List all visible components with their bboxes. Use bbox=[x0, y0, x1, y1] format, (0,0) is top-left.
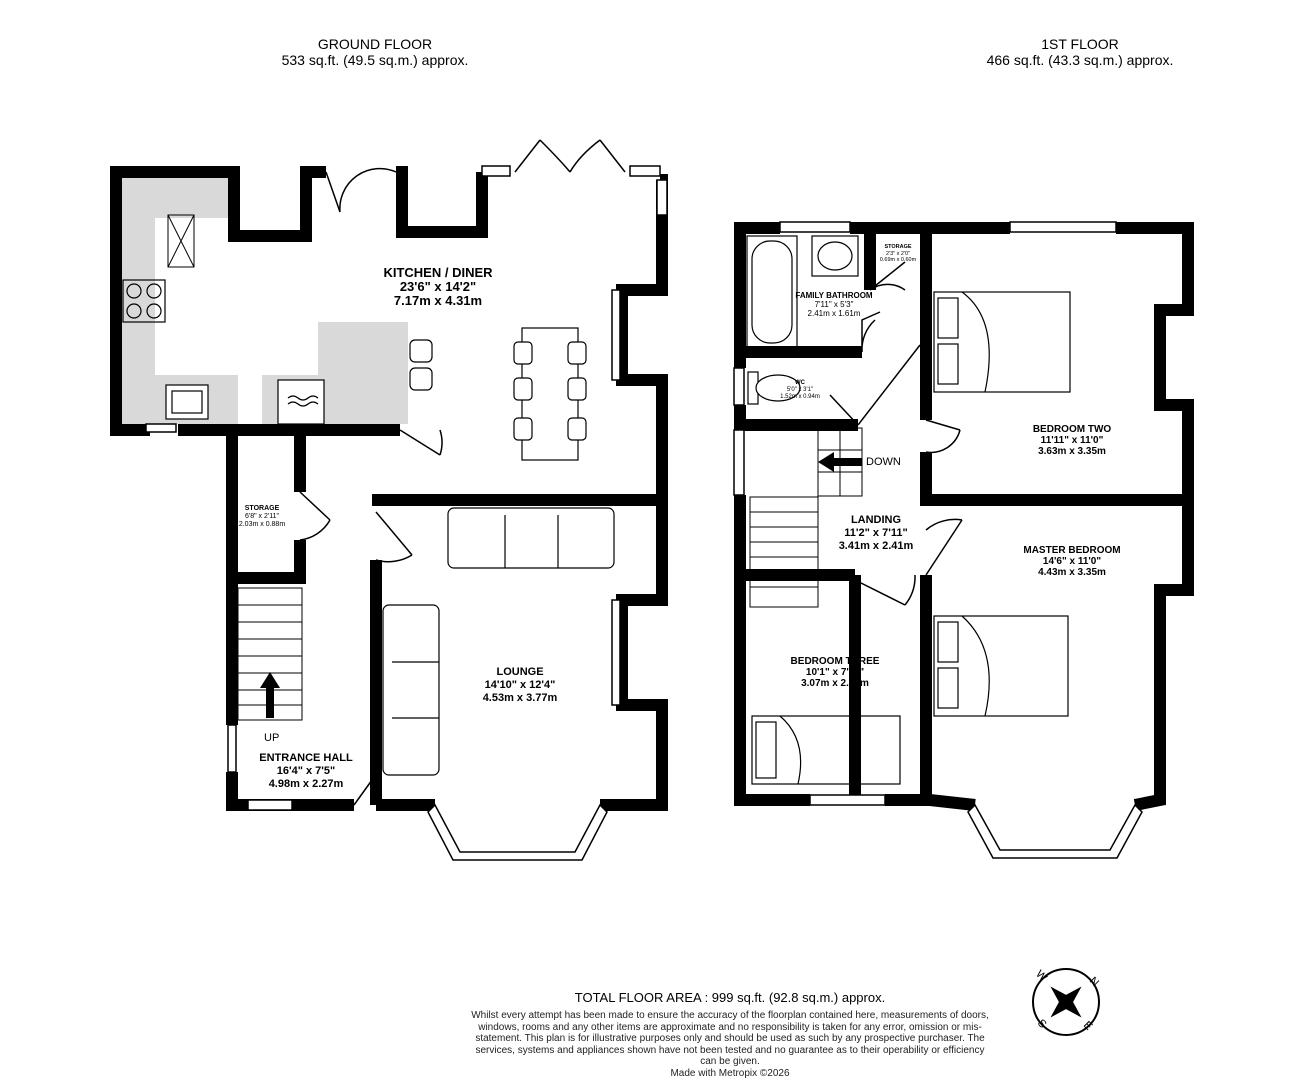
room-metric: 4.53m x 3.77m bbox=[482, 692, 558, 704]
room-imperial: 11'2" x 7'11" bbox=[844, 527, 908, 539]
toilet-icon bbox=[747, 371, 801, 405]
ground-floor-header: GROUND FLOOR 533 sq.ft. (49.5 sq.m.) app… bbox=[260, 36, 490, 68]
stairs-up-label: UP bbox=[264, 732, 280, 744]
first-floor-header: 1ST FLOOR 466 sq.ft. (43.3 sq.m.) approx… bbox=[960, 36, 1200, 68]
walls bbox=[110, 166, 1194, 811]
room-metric: 3.07m x 2.41m bbox=[801, 678, 869, 689]
beds bbox=[751, 291, 1071, 785]
room-name: BEDROOM TWO bbox=[1032, 424, 1112, 435]
skylight-icon bbox=[167, 214, 195, 268]
room-metric: 2.41m x 1.61m bbox=[807, 309, 861, 318]
room-family-bathroom: FAMILY BATHROOM 7'11" x 5'3" 2.41m x 1.6… bbox=[795, 291, 872, 318]
room-imperial: 2'3" x 2'0" bbox=[885, 250, 911, 257]
room-metric: 7.17m x 4.31m bbox=[393, 293, 483, 308]
disclaimer: Whilst every attempt has been made to en… bbox=[471, 1010, 989, 1067]
room-lounge: LOUNGE 14'10" x 12'4" 4.53m x 3.77m bbox=[483, 666, 558, 705]
room-name: MASTER BEDROOM bbox=[1023, 545, 1121, 556]
bay-windows bbox=[145, 165, 1143, 861]
room-imperial: 7'11" x 5'3" bbox=[814, 300, 854, 309]
room-imperial: 23'6" x 14'2" bbox=[399, 279, 477, 294]
room-kitchen: KITCHEN / DINER 23'6" x 14'2" 7.17m x 4.… bbox=[383, 266, 492, 308]
room-imperial: 11'11" x 11'0" bbox=[1040, 435, 1104, 446]
room-name: BEDROOM THREE bbox=[790, 656, 880, 667]
arrow-down-icon bbox=[818, 452, 862, 472]
room-landing: LANDING 11'2" x 7'11" 3.41m x 2.41m bbox=[839, 514, 914, 553]
room-name: FAMILY BATHROOM bbox=[795, 291, 873, 300]
room-name: KITCHEN / DINER bbox=[383, 265, 493, 280]
room-metric: 3.63m x 3.35m bbox=[1038, 446, 1106, 457]
oven-icon bbox=[277, 379, 325, 425]
room-wc: WC 5'0" x 3'1" 1.52m x 0.94m bbox=[780, 380, 820, 401]
bar-stools bbox=[409, 339, 433, 391]
room-entrance-hall: ENTRANCE HALL 16'4" x 7'5" 4.98m x 2.27m bbox=[259, 752, 353, 791]
sofas bbox=[382, 507, 615, 776]
room-name: WC bbox=[795, 380, 805, 386]
sink-icon bbox=[165, 384, 209, 420]
room-metric: 0.69m x 0.60m bbox=[879, 257, 917, 263]
room-imperial: 16'4" x 7'5" bbox=[276, 765, 336, 777]
arrow-up-icon bbox=[260, 672, 280, 718]
room-metric: 3.41m x 2.41m bbox=[838, 540, 914, 552]
doors bbox=[299, 139, 963, 806]
room-name: LANDING bbox=[850, 514, 902, 526]
first-floor-title: 1ST FLOOR bbox=[1041, 36, 1119, 52]
room-imperial: 10'1" x 7'11" bbox=[805, 667, 865, 678]
bathtub-icon bbox=[746, 235, 798, 349]
room-name: LOUNGE bbox=[496, 666, 544, 678]
room-master-bedroom: MASTER BEDROOM 14'6" x 11'0" 4.43m x 3.3… bbox=[1023, 545, 1120, 578]
room-imperial: 5'0" x 3'1" bbox=[786, 387, 814, 393]
room-name: ENTRANCE HALL bbox=[259, 752, 353, 764]
ground-floor-area: 533 sq.ft. (49.5 sq.m.) approx. bbox=[281, 52, 469, 68]
room-storage-ground: STORAGE 6'8" x 2'11" 2.03m x 0.88m bbox=[239, 505, 285, 529]
footer: TOTAL FLOOR AREA : 999 sq.ft. (92.8 sq.m… bbox=[470, 990, 990, 1079]
ground-floor-title: GROUND FLOOR bbox=[317, 36, 433, 52]
stairs-down-label: DOWN bbox=[866, 456, 901, 468]
room-metric: 1.52m x 0.94m bbox=[780, 394, 820, 400]
room-imperial: 14'10" x 12'4" bbox=[484, 679, 556, 691]
room-metric: 2.03m x 0.88m bbox=[238, 521, 286, 528]
room-name: STORAGE bbox=[244, 505, 280, 512]
room-metric: 4.43m x 3.35m bbox=[1038, 567, 1106, 578]
first-floor-area: 466 sq.ft. (43.3 sq.m.) approx. bbox=[986, 52, 1174, 68]
room-storage-first: STORAGE 2'3" x 2'0" 0.69m x 0.60m bbox=[880, 244, 916, 264]
basin-icon bbox=[811, 235, 859, 277]
room-bedroom-three: BEDROOM THREE 10'1" x 7'11" 3.07m x 2.41… bbox=[791, 656, 880, 689]
room-bedroom-two: BEDROOM TWO 11'11" x 11'0" 3.63m x 3.35m bbox=[1033, 424, 1111, 457]
hob-icon bbox=[122, 279, 166, 323]
room-imperial: 6'8" x 2'11" bbox=[245, 513, 279, 520]
room-name: STORAGE bbox=[884, 244, 912, 250]
credit: Made with Metropix ©2026 bbox=[670, 1067, 790, 1079]
room-metric: 4.98m x 2.27m bbox=[268, 778, 344, 790]
room-imperial: 14'6" x 11'0" bbox=[1042, 556, 1102, 567]
dining-table bbox=[513, 327, 587, 461]
compass-icon bbox=[1032, 968, 1100, 1036]
total-floor-area: TOTAL FLOOR AREA : 999 sq.ft. (92.8 sq.m… bbox=[574, 990, 886, 1005]
